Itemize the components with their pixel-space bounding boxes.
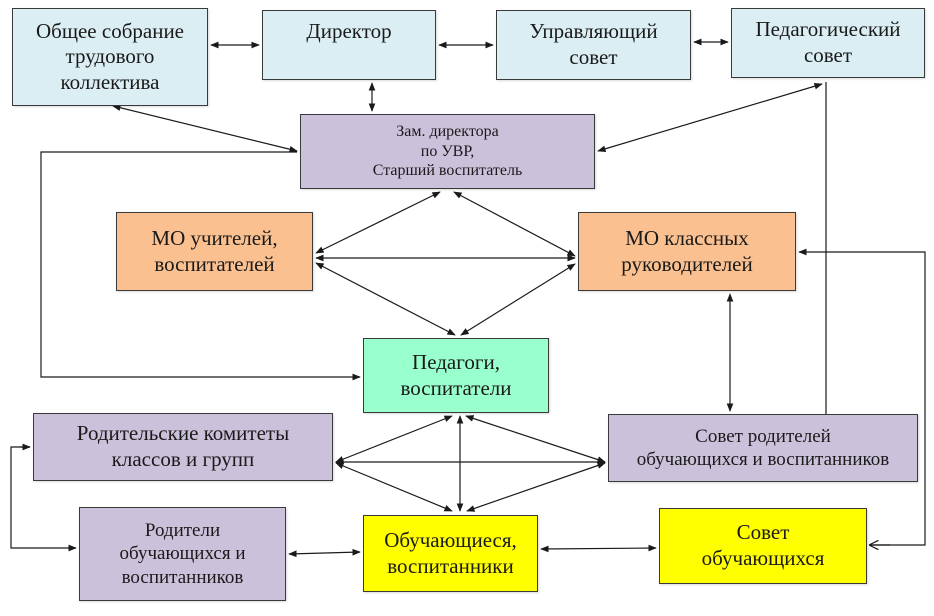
edge-obshchee-zam: [112, 104, 298, 153]
node-pedagogical-council: Педагогический совет: [731, 8, 925, 78]
node-class-teachers-association: МО классных руководителей: [578, 212, 796, 291]
node-teachers-association: МО учителей, воспитателей: [116, 212, 313, 291]
node-label: Директор: [306, 19, 392, 43]
node-student-council: Совет обучающихся: [659, 508, 867, 584]
node-label: Общее собрание трудового коллектива: [35, 18, 185, 94]
edge-pedsovet-zam: [597, 82, 823, 153]
node-label: Обучающиеся, воспитанники: [384, 527, 517, 578]
edge-zam-mo-uch: [315, 191, 441, 254]
node-director: Директор: [262, 10, 436, 80]
node-label: Зам. директора по УВР, Старший воспитате…: [372, 123, 523, 180]
node-label: МО учителей, воспитателей: [151, 225, 278, 276]
edge-zam-mo-kl: [453, 191, 576, 257]
node-parents: Родители обучающихся и воспитанников: [79, 507, 286, 601]
edge-mo-uch-pedagogi: [315, 262, 456, 336]
node-label: Педагогический совет: [755, 17, 901, 67]
node-students: Обучающиеся, воспитанники: [363, 515, 538, 592]
node-label: МО классных руководителей: [621, 225, 753, 276]
edge-roditeli-obuch: [288, 548, 361, 558]
node-label: Совет родителей обучающихся и воспитанни…: [636, 425, 890, 470]
edge-obuch-sovet-ob: [540, 544, 657, 553]
node-label: Родительские комитеты классов и групп: [76, 421, 290, 471]
edge-sovet-rod-obuch: [466, 462, 606, 512]
edge-pedagogi-rod-kom: [335, 415, 453, 463]
node-deputy-director: Зам. директора по УВР, Старший воспитате…: [300, 114, 595, 189]
node-label: Родители обучающихся и воспитанников: [119, 520, 246, 588]
edge-mo-kl-pedagogi: [460, 263, 576, 336]
node-label: Совет обучающихся: [701, 520, 825, 570]
edge-rod-kom-obuch: [335, 462, 453, 512]
node-parents-council: Совет родителей обучающихся и воспитанни…: [608, 414, 918, 482]
node-label: Педагоги, воспитатели: [400, 349, 512, 400]
edge-sovet-ob-mo-kl: [798, 248, 926, 546]
node-teachers-educators: Педагоги, воспитатели: [363, 338, 549, 413]
node-governing-council: Управляющий совет: [496, 10, 691, 80]
edge-pedagogi-sovet-rod: [465, 415, 606, 463]
node-label: Управляющий совет: [529, 19, 658, 69]
edge-zam-pedagogi-loop: [40, 151, 361, 381]
node-parent-committees: Родительские комитеты классов и групп: [33, 413, 333, 481]
node-general-staff-meeting: Общее собрание трудового коллектива: [12, 8, 208, 106]
